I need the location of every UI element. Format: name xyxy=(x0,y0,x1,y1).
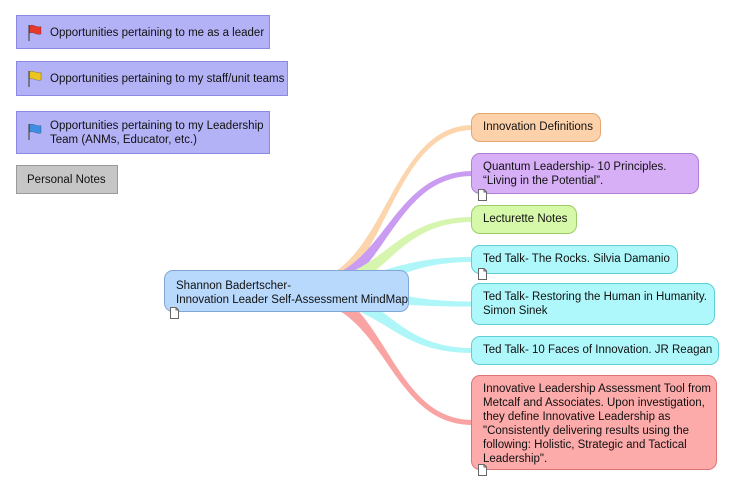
node-ted-talk-restoring-human[interactable]: Ted Talk- Restoring the Human in Humanit… xyxy=(471,283,715,325)
branch-link xyxy=(300,282,473,425)
node-innovative-leadership-assessment[interactable]: Innovative Leadership Assessment Tool fr… xyxy=(471,375,717,470)
legend-leadership-team-label: Opportunities pertaining to my Leadershi… xyxy=(50,120,264,146)
node-quantum-leadership[interactable]: Quantum Leadership- 10 Principles. “Livi… xyxy=(471,153,699,194)
red-flag-icon xyxy=(27,24,43,46)
node-innovation-definitions[interactable]: Innovation Definitions xyxy=(471,113,601,142)
legend-leadership-team: Opportunities pertaining to my Leadershi… xyxy=(16,111,270,154)
legend-leader: Opportunities pertaining to me as a lead… xyxy=(16,15,270,49)
node-lecturette-notes[interactable]: Lecturette Notes xyxy=(471,205,577,234)
central-node[interactable]: Shannon Badertscher- Innovation Leader S… xyxy=(164,270,409,312)
note-icon[interactable] xyxy=(478,464,487,479)
personal-notes-label: Personal Notes xyxy=(27,174,106,186)
node-ted-talk-10-faces[interactable]: Ted Talk- 10 Faces of Innovation. JR Rea… xyxy=(471,336,719,365)
branch-link xyxy=(300,171,473,300)
note-icon[interactable] xyxy=(170,307,179,322)
legend-staff-label: Opportunities pertaining to my staff/uni… xyxy=(50,73,285,85)
blue-flag-icon xyxy=(27,123,43,145)
legend-leader-label: Opportunities pertaining to me as a lead… xyxy=(50,27,265,39)
yellow-flag-icon xyxy=(27,70,43,92)
note-icon[interactable] xyxy=(478,268,487,283)
personal-notes-box: Personal Notes xyxy=(16,165,118,194)
node-ted-talk-the-rocks[interactable]: Ted Talk- The Rocks. Silvia Damanio xyxy=(471,245,678,274)
note-icon[interactable] xyxy=(478,189,487,204)
legend-staff: Opportunities pertaining to my staff/uni… xyxy=(16,61,288,96)
branch-link xyxy=(300,125,473,300)
